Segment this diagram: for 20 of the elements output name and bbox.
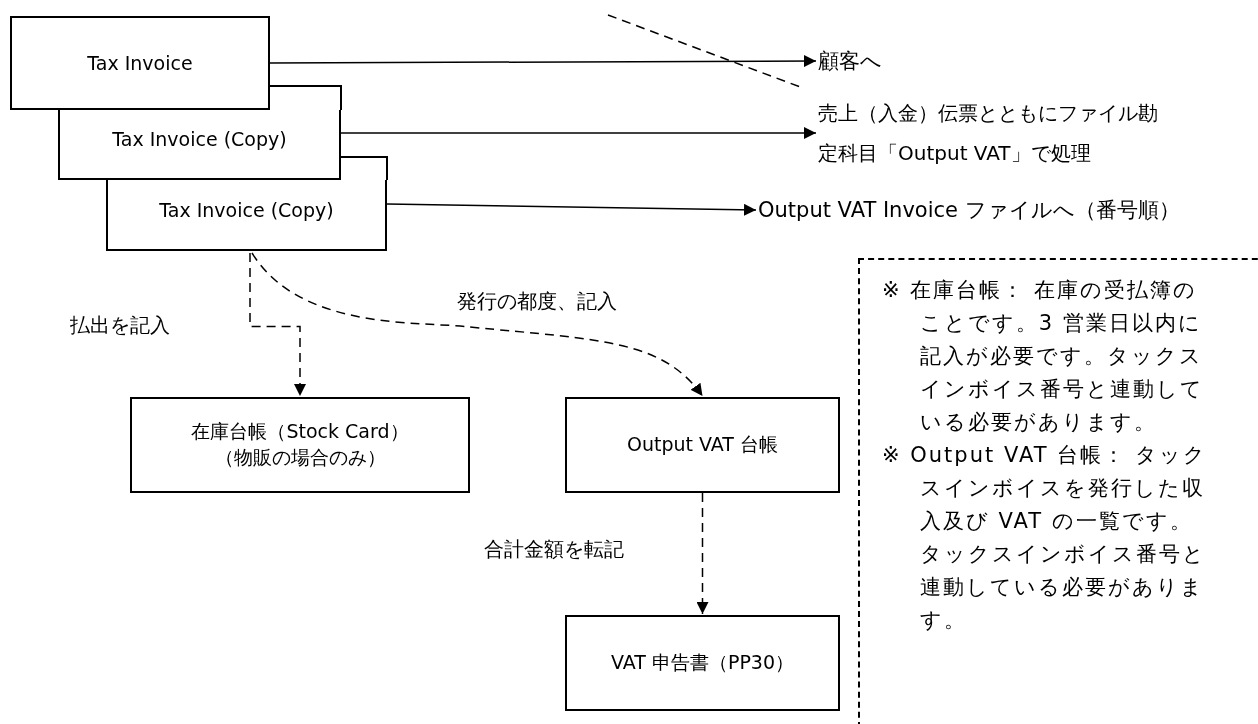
document-box: 在庫台帳（Stock Card）（物販の場合のみ） (130, 397, 470, 493)
document-box: VAT 申告書（PP30） (565, 615, 840, 711)
document-box: Output VAT 台帳 (565, 397, 840, 493)
destination-text: 顧客へ (818, 44, 938, 78)
note-text: ※ 在庫台帳： 在庫の受払簿のことです。3 営業日以内に記入が必要です。タックスインボイス番号と連動している必要があります。 (882, 277, 1205, 436)
arrow (269, 55, 817, 68)
arrow (249, 252, 306, 397)
arrow (251, 252, 704, 397)
note-text: ※ Output VAT 台帳： タックスインボイスを発行した収入及び VAT の一覧です。タックスインボイス番号と連動している必要があります。 (882, 442, 1208, 634)
document-box: Tax Invoice (Copy) (58, 110, 341, 180)
document-box: Tax Invoice (Copy) (106, 180, 387, 251)
edge-label: 合計金額を転記 (482, 536, 626, 563)
document-box: Tax Invoice (10, 16, 270, 110)
arrow (340, 127, 817, 139)
arrow (696, 492, 709, 615)
destination-text: 売上（入金）伝票とともにファイル勘定科目「Output VAT」で処理 (818, 92, 1158, 174)
arrow (386, 203, 757, 216)
note-box (858, 258, 1258, 724)
destination-text: Output VAT Invoice ファイルへ（番号順） (758, 190, 1256, 230)
edge-label: 払出を記入 (68, 312, 172, 339)
